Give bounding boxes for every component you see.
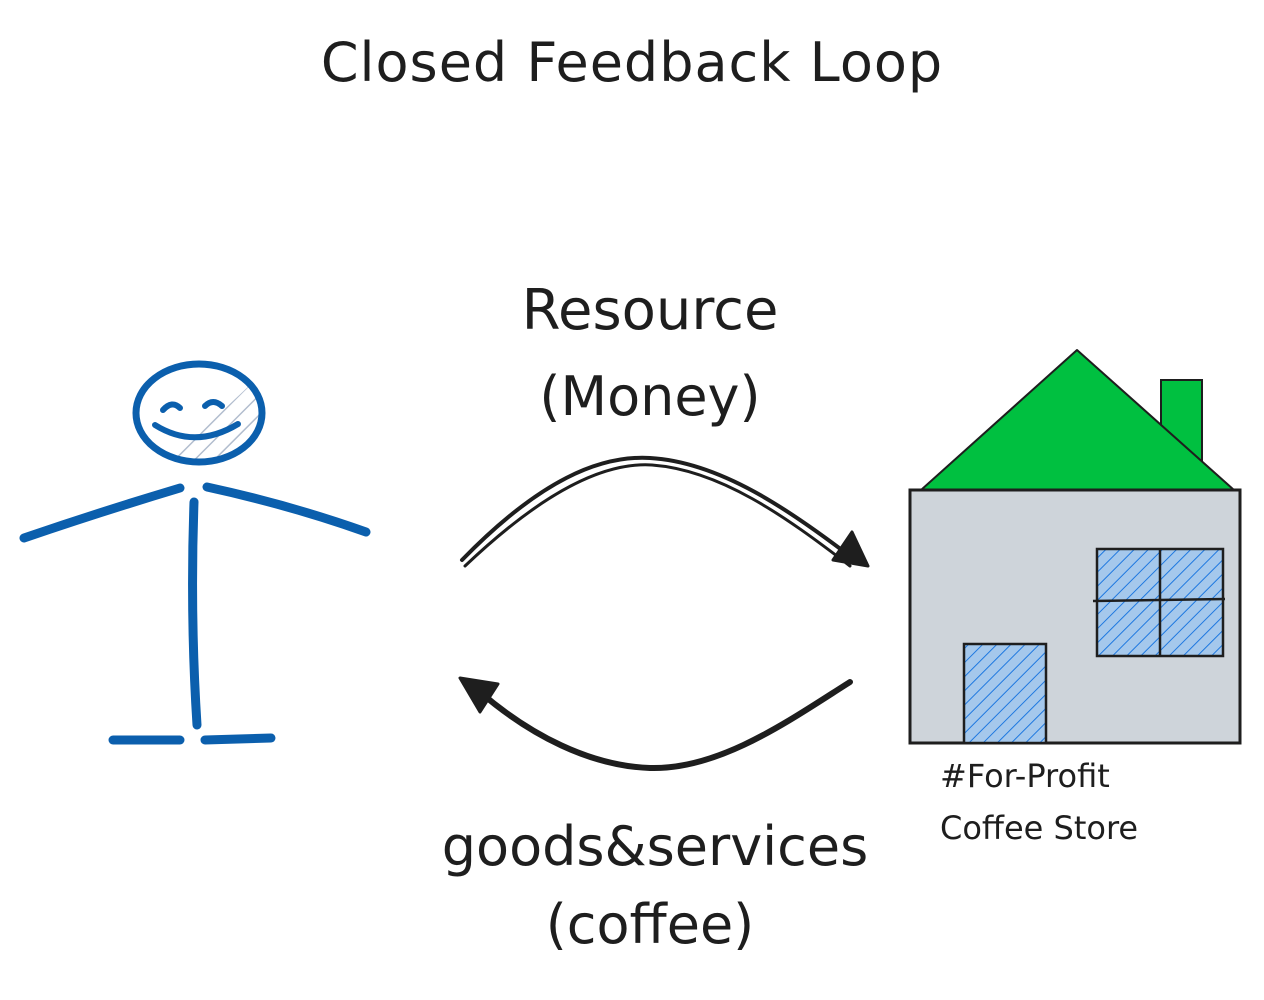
money-label: (Money) bbox=[539, 365, 761, 428]
coffee-label: (coffee) bbox=[545, 893, 755, 956]
money-arrow bbox=[460, 455, 870, 568]
resource-label: Resource bbox=[521, 278, 779, 343]
coffee-store-house bbox=[908, 349, 1242, 745]
left-arm bbox=[19, 483, 185, 543]
right-foot bbox=[200, 733, 276, 745]
store-tag-label: #For-Profit bbox=[940, 757, 1110, 795]
body bbox=[188, 497, 202, 730]
store-name-label: Coffee Store bbox=[940, 809, 1139, 847]
door bbox=[962, 642, 1048, 745]
customer-figure bbox=[19, 360, 371, 745]
head bbox=[132, 360, 266, 466]
goods-arrow bbox=[458, 676, 853, 772]
window bbox=[1092, 547, 1226, 658]
diagram-title: Closed Feedback Loop bbox=[320, 31, 944, 94]
goods-services-label: goods&services bbox=[441, 815, 869, 878]
right-arm bbox=[202, 482, 371, 537]
